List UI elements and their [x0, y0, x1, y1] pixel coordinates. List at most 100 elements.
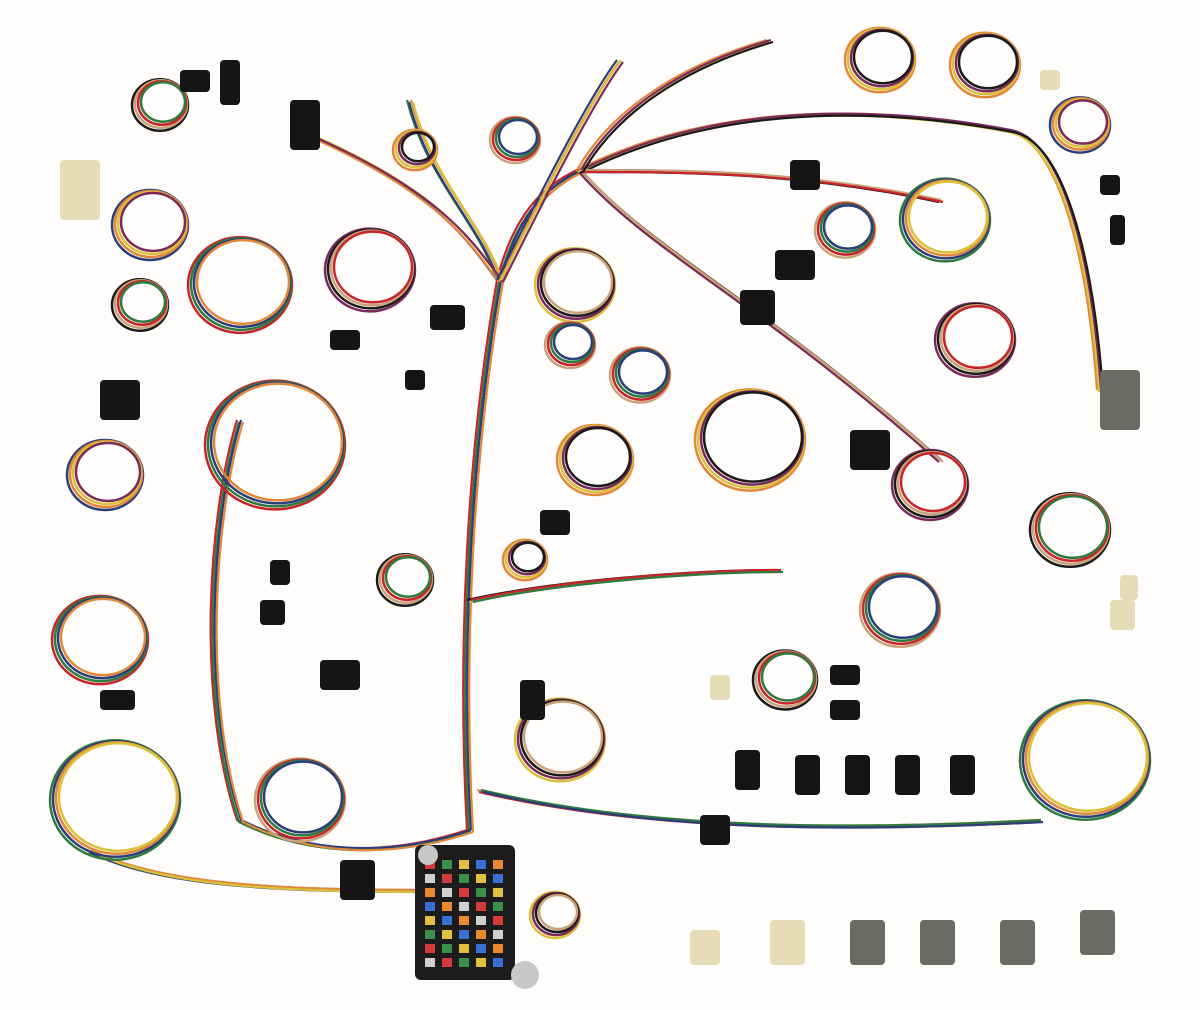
fuse	[425, 944, 435, 953]
wire-loop	[702, 391, 804, 483]
wire-loop	[899, 451, 967, 513]
wire	[496, 59, 618, 281]
wire-loop	[822, 204, 874, 250]
fuse	[493, 944, 503, 953]
fuse	[476, 930, 486, 939]
wire	[582, 114, 1105, 393]
fuse	[425, 902, 435, 911]
wire	[576, 112, 1099, 391]
wire-loop	[510, 541, 546, 573]
connector	[1110, 215, 1125, 245]
wire	[462, 169, 578, 831]
connector	[795, 755, 820, 795]
fuse	[476, 958, 486, 967]
connector	[1040, 70, 1060, 90]
fuse	[442, 944, 452, 953]
connector	[690, 930, 720, 965]
fuse	[459, 944, 469, 953]
connector	[830, 665, 860, 685]
wire-loop	[760, 652, 816, 702]
fuse	[476, 916, 486, 925]
connector	[220, 60, 240, 105]
fuse	[493, 958, 503, 967]
wire	[578, 40, 770, 173]
fuse	[493, 860, 503, 869]
connector	[790, 160, 820, 190]
wire-loop	[119, 191, 187, 253]
fuse	[476, 888, 486, 897]
wire	[582, 171, 944, 463]
connector	[850, 430, 890, 470]
wire-loop	[564, 426, 632, 488]
wire-loops	[48, 26, 1152, 940]
wire	[580, 38, 772, 171]
wire-loop	[497, 118, 539, 156]
wire-loop	[139, 80, 187, 124]
connector	[60, 160, 100, 220]
wire	[582, 40, 774, 173]
fuse	[476, 860, 486, 869]
wire	[302, 130, 504, 283]
flasher-can	[418, 845, 438, 865]
wire-loop	[1027, 701, 1149, 813]
connector	[290, 100, 320, 150]
wire	[472, 570, 784, 604]
fuse	[425, 958, 435, 967]
wire	[482, 790, 1044, 829]
connector	[330, 330, 360, 350]
wire-loop	[957, 34, 1019, 90]
wire	[215, 421, 474, 852]
connector	[320, 660, 360, 690]
fuse	[493, 902, 503, 911]
wire-loop	[74, 441, 142, 503]
fuse	[442, 860, 452, 869]
wire-loop	[552, 323, 594, 361]
wire-loop	[1037, 494, 1109, 560]
wire-loop	[1057, 99, 1109, 145]
wire-loop	[907, 180, 989, 254]
wire	[478, 790, 1040, 829]
connector	[920, 920, 955, 965]
wire	[576, 38, 768, 171]
connector	[1100, 175, 1120, 195]
wire	[298, 130, 500, 283]
connector	[1120, 575, 1138, 600]
fuse	[442, 958, 452, 967]
fuse	[459, 916, 469, 925]
wire	[580, 112, 1103, 391]
fuse	[459, 902, 469, 911]
wire-loop	[332, 230, 414, 304]
connector	[895, 755, 920, 795]
wire	[582, 170, 944, 204]
wire-loop	[542, 249, 614, 315]
connector	[430, 305, 465, 330]
wire-loop	[867, 574, 939, 640]
fuse	[425, 874, 435, 883]
fuse	[442, 930, 452, 939]
connector	[1110, 600, 1135, 630]
fuse	[476, 874, 486, 883]
connector	[770, 920, 805, 965]
fuse	[493, 888, 503, 897]
connector	[100, 380, 140, 420]
connector	[830, 700, 860, 720]
connector	[1080, 910, 1115, 955]
fuse	[476, 902, 486, 911]
fuse	[459, 930, 469, 939]
connector	[740, 290, 775, 325]
wire	[578, 171, 940, 463]
connector	[700, 815, 730, 845]
fuse	[459, 888, 469, 897]
connector	[850, 920, 885, 965]
connector	[180, 70, 210, 92]
fuse	[442, 888, 452, 897]
wire	[580, 168, 942, 202]
wire-loop	[195, 238, 291, 326]
fuse	[425, 916, 435, 925]
fuse	[493, 874, 503, 883]
wire-loop	[212, 382, 344, 502]
wire-loop	[400, 131, 436, 163]
connector	[735, 750, 760, 790]
connector	[520, 680, 545, 720]
